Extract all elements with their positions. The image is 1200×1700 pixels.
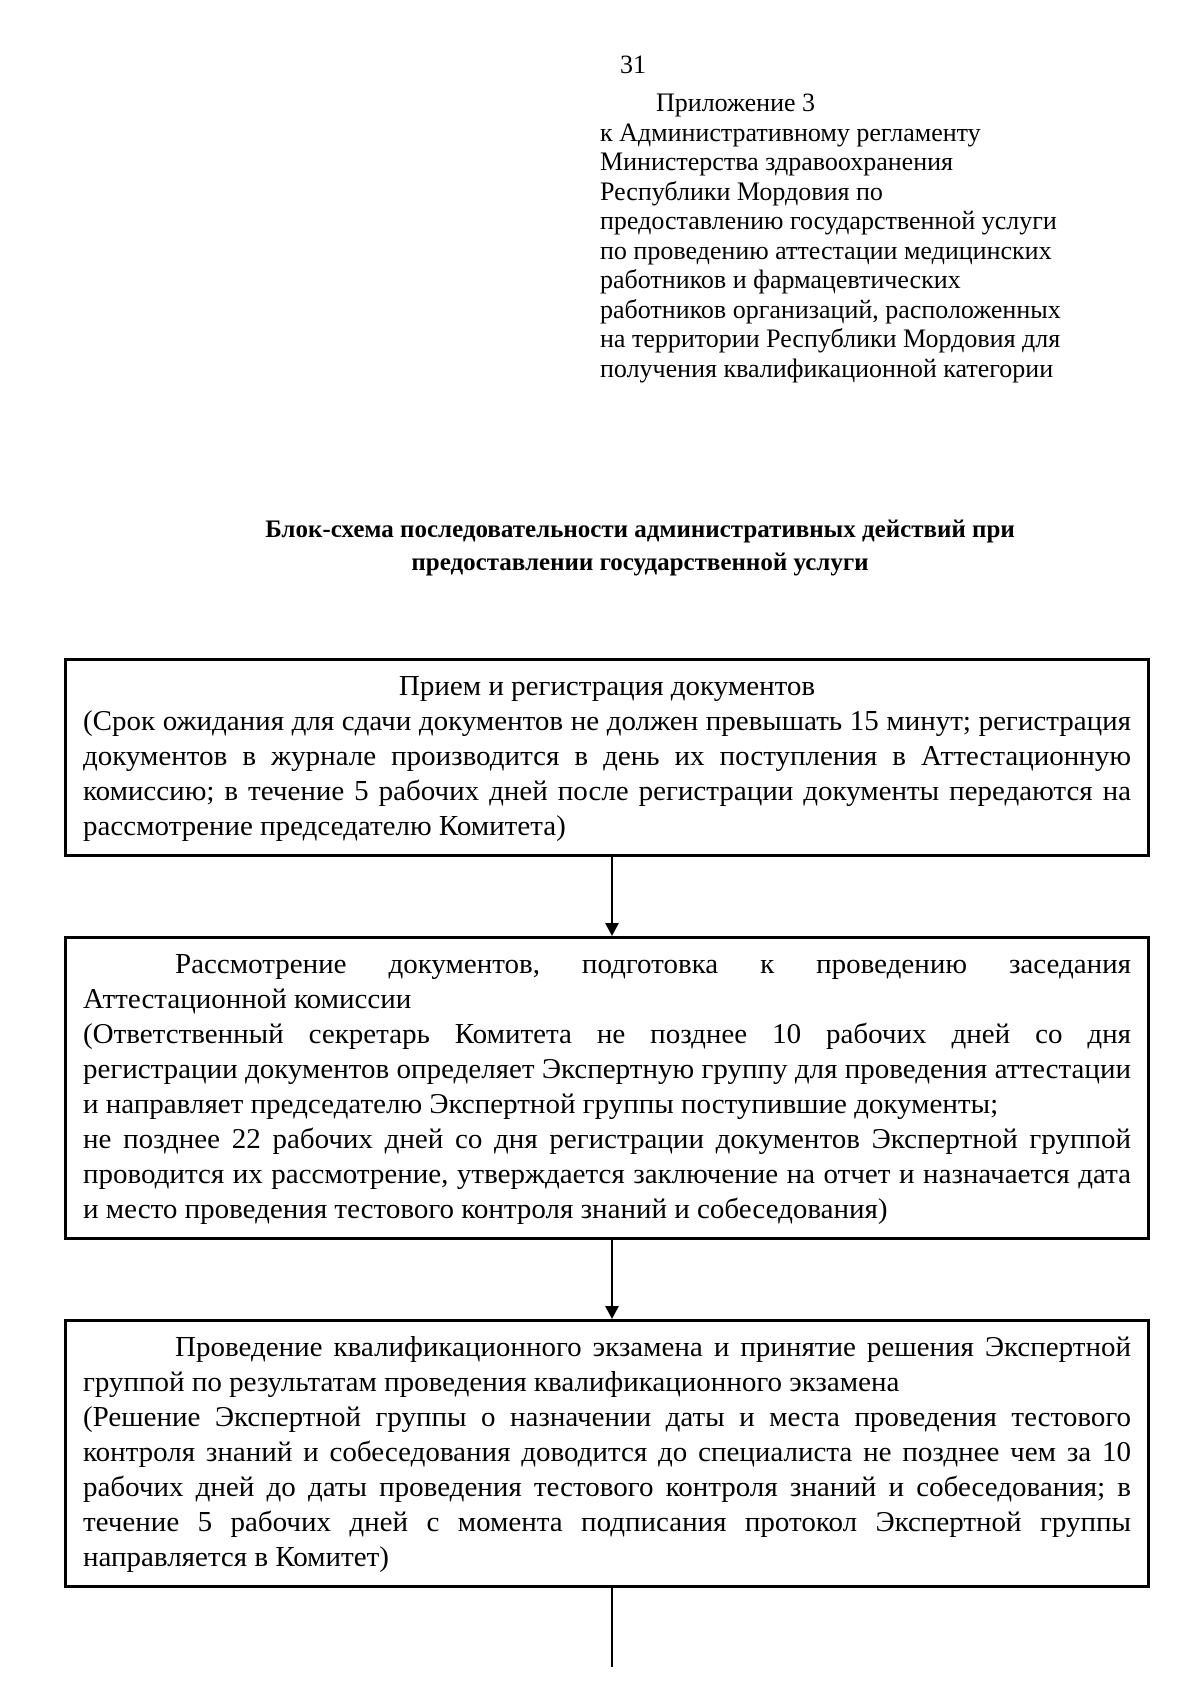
box-body-paragraph: (Срок ожидания для сдачи документов не д… <box>83 705 1131 842</box>
page-number: 31 <box>620 50 646 79</box>
flowchart-title-line: предоставлении государственной услуги <box>411 549 869 576</box>
box-heading: Проведение квалификационного экзамена и … <box>83 1331 1131 1398</box>
flow-connector-cutoff <box>64 1588 1150 1667</box>
appendix-line: Республики Мордовия по <box>600 176 883 206</box>
box-heading: Рассмотрение документов, подготовка к пр… <box>83 948 1131 1015</box>
appendix-block: Приложение 3 к Административному регламе… <box>600 88 1125 383</box>
box-document-reception: Прием и регистрация документов (Срок ожи… <box>64 658 1150 857</box>
appendix-line: предоставлению государственной услуги <box>600 206 1057 235</box>
arrow-line <box>611 1240 613 1308</box>
appendix-line: на территории Республики Мордовия для <box>600 324 1061 353</box>
box-qualification-exam: Проведение квалификационного экзамена и … <box>64 1319 1150 1588</box>
appendix-line: работников организаций, расположенных <box>600 294 1061 324</box>
appendix-line: к Административному регламенту <box>600 117 981 147</box>
box-body-paragraph: (Ответственный секретарь Комитета не поз… <box>83 1018 1131 1120</box>
arrow-down-icon <box>605 1306 619 1319</box>
flow-arrow-1 <box>64 857 1150 936</box>
appendix-line: Министерства здравоохранения <box>600 147 953 176</box>
flowchart: Прием и регистрация документов (Срок ожи… <box>64 658 1150 1667</box>
flowchart-title-line: Блок-схема последовательности администра… <box>265 516 1015 543</box>
box-heading: Прием и регистрация документов <box>398 670 816 702</box>
flowchart-title: Блок-схема последовательности администра… <box>150 513 1130 579</box>
arrow-line <box>611 1588 613 1667</box>
flow-arrow-2 <box>64 1240 1150 1319</box>
appendix-line: получения квалификационной категории <box>600 353 1054 383</box>
box-body-paragraph: (Решение Экспертной группы о назначении … <box>83 1401 1131 1573</box>
arrow-down-icon <box>605 923 619 936</box>
box-document-review: Рассмотрение документов, подготовка к пр… <box>64 936 1150 1240</box>
box-body-paragraph: не позднее 22 рабочих дней со дня регист… <box>83 1123 1131 1225</box>
appendix-line: Приложение 3 <box>656 88 816 117</box>
appendix-line: по проведению аттестации медицинских <box>600 235 1052 265</box>
appendix-line: работников и фармацевтических <box>600 265 961 294</box>
arrow-line <box>611 857 613 925</box>
